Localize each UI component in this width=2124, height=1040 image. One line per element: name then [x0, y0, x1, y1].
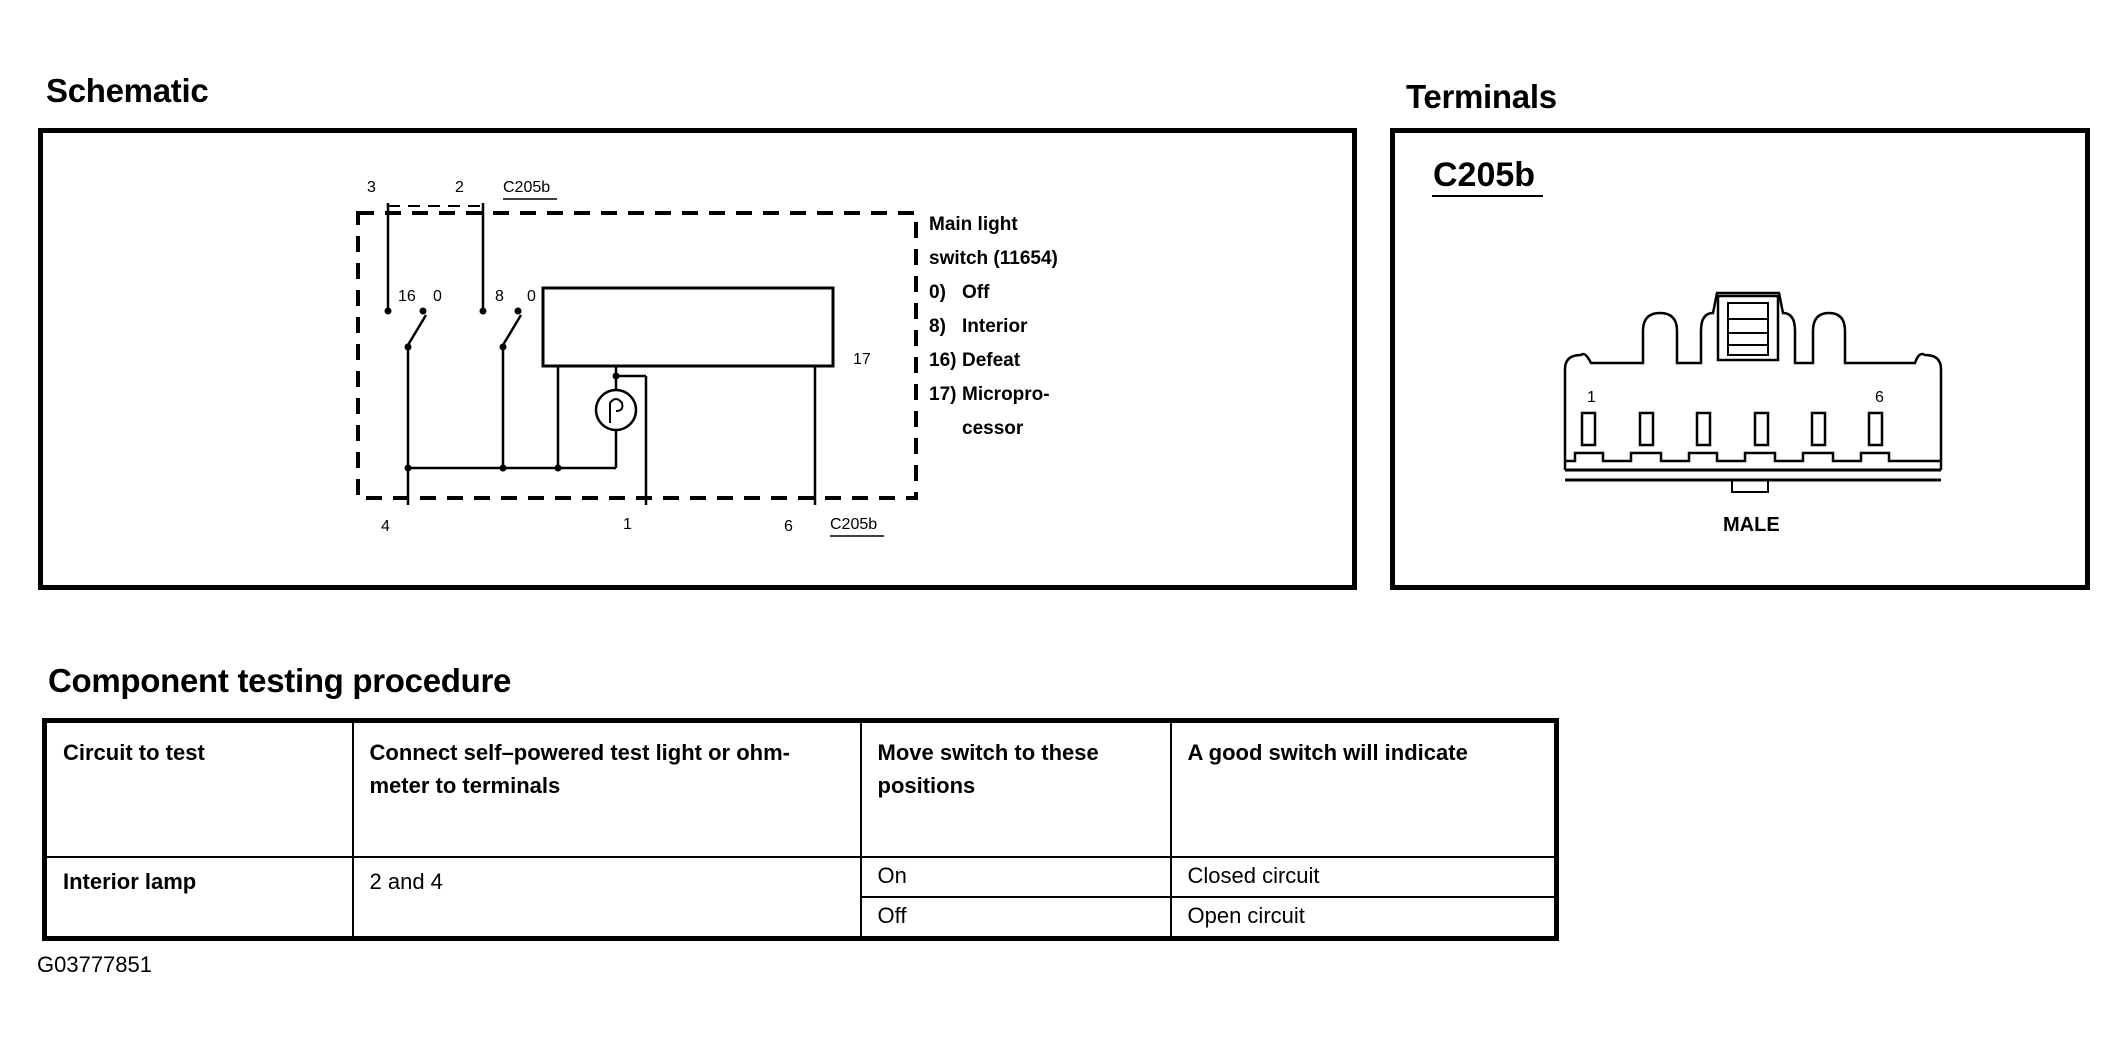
- connector-face-diagram: C205b 1 6 MALE: [1432, 156, 1943, 536]
- latch-inner: [1727, 302, 1769, 356]
- switch-a-contact-0: [419, 307, 427, 315]
- switch-a-contact-16: [384, 307, 392, 315]
- procedure-table: Circuit to test Connect self–powered tes…: [42, 718, 1559, 941]
- table-header-row: Circuit to test Connect self–powered tes…: [43, 719, 1558, 858]
- figure-id: G03777851: [37, 952, 152, 977]
- switch-a-blade: [406, 314, 428, 346]
- cell-position-on: On: [859, 856, 1172, 898]
- pin-label-4: 4: [381, 518, 390, 535]
- schematic-panel: 3 2 C205b 16 0 8 0 17 4 1 6 C205b Main l…: [38, 128, 1357, 590]
- connector-tab: [1731, 479, 1769, 493]
- bus-node-c: [554, 464, 562, 472]
- pin-label-1: 1: [623, 516, 632, 533]
- pin-label-17: 17: [853, 351, 871, 368]
- switch-b-label-8: 8: [495, 288, 504, 305]
- header-terminals: Connect self–powered test light or ohm-m…: [351, 719, 862, 858]
- bus-node-b: [499, 464, 507, 472]
- connector-label-bottom: C205b: [830, 516, 877, 533]
- connector-latch-icon: [1716, 294, 1780, 362]
- switch-legend: Main light switch (11654) 0) Off 8) Inte…: [929, 214, 1058, 439]
- terminal-cavity-3: [1695, 411, 1712, 447]
- cell-indicates-open: Open circuit: [1169, 896, 1558, 940]
- connector-key-rail: [1565, 451, 1941, 463]
- procedure-title: Component testing procedure: [48, 662, 512, 699]
- table-row: Interior lamp 2 and 4 On Closed circuit: [43, 856, 1558, 940]
- terminal-cavity-6: [1867, 411, 1884, 447]
- terminal-cavity-5: [1810, 411, 1827, 447]
- cell-position-off: Off: [859, 896, 1172, 940]
- terminals-panel: C205b 1 6 MALE: [1390, 128, 2090, 590]
- pin-label-3: 3: [367, 179, 376, 196]
- connector-gender: MALE: [1723, 514, 1780, 536]
- microprocessor-box: [541, 286, 835, 368]
- terminal-cavity-1: [1580, 411, 1597, 447]
- schematic-title: Schematic: [46, 72, 209, 109]
- header-positions: Move switch to these positions: [859, 719, 1172, 858]
- pin-number-first: 1: [1587, 389, 1596, 406]
- legend-text-0: Off: [962, 282, 990, 303]
- switch-b-contact-0: [514, 307, 522, 315]
- connector-label-top: C205b: [503, 179, 550, 196]
- legend-key-3: 17): [929, 384, 956, 405]
- cell-terminals: 2 and 4: [351, 856, 862, 940]
- description-line-1: Main light: [929, 214, 1018, 235]
- legend-text-3: Micropro-: [962, 384, 1050, 405]
- cell-circuit: Interior lamp: [43, 856, 354, 940]
- pin-label-6: 6: [784, 518, 793, 535]
- header-circuit: Circuit to test: [43, 719, 354, 858]
- switch-b-blade: [501, 314, 523, 346]
- legend-key-0: 0): [929, 282, 946, 303]
- switch-b-contact-8: [479, 307, 487, 315]
- switch-enclosure: [356, 211, 918, 500]
- pin-number-last: 6: [1875, 389, 1884, 406]
- lamp-filament: [609, 398, 624, 423]
- table-row: Off Open circuit: [45, 896, 1558, 940]
- description-line-2: switch (11654): [929, 248, 1058, 269]
- switch-a-label-0: 0: [433, 288, 442, 305]
- pin-label-2: 2: [455, 179, 464, 196]
- connector-shell: [1563, 291, 1943, 470]
- connector-id: C205b: [1433, 156, 1535, 194]
- schematic-diagram: 3 2 C205b 16 0 8 0 17 4 1 6 C205b Main l…: [356, 179, 1058, 537]
- terminal-cavity-2: [1638, 411, 1655, 447]
- switch-b-label-0: 0: [527, 288, 536, 305]
- cell-indicates-closed: Closed circuit: [1169, 856, 1558, 898]
- terminal-cavity-4: [1753, 411, 1770, 447]
- terminals-title: Terminals: [1406, 78, 1557, 115]
- switch-a-label-16: 16: [398, 288, 416, 305]
- legend-text-2: Defeat: [962, 350, 1021, 371]
- header-indicates: A good switch will indicate: [1169, 719, 1558, 858]
- legend-text-3-cont: cessor: [962, 418, 1024, 439]
- legend-key-1: 8): [929, 316, 946, 337]
- legend-text-1: Interior: [962, 316, 1028, 337]
- legend-key-2: 16): [929, 350, 956, 371]
